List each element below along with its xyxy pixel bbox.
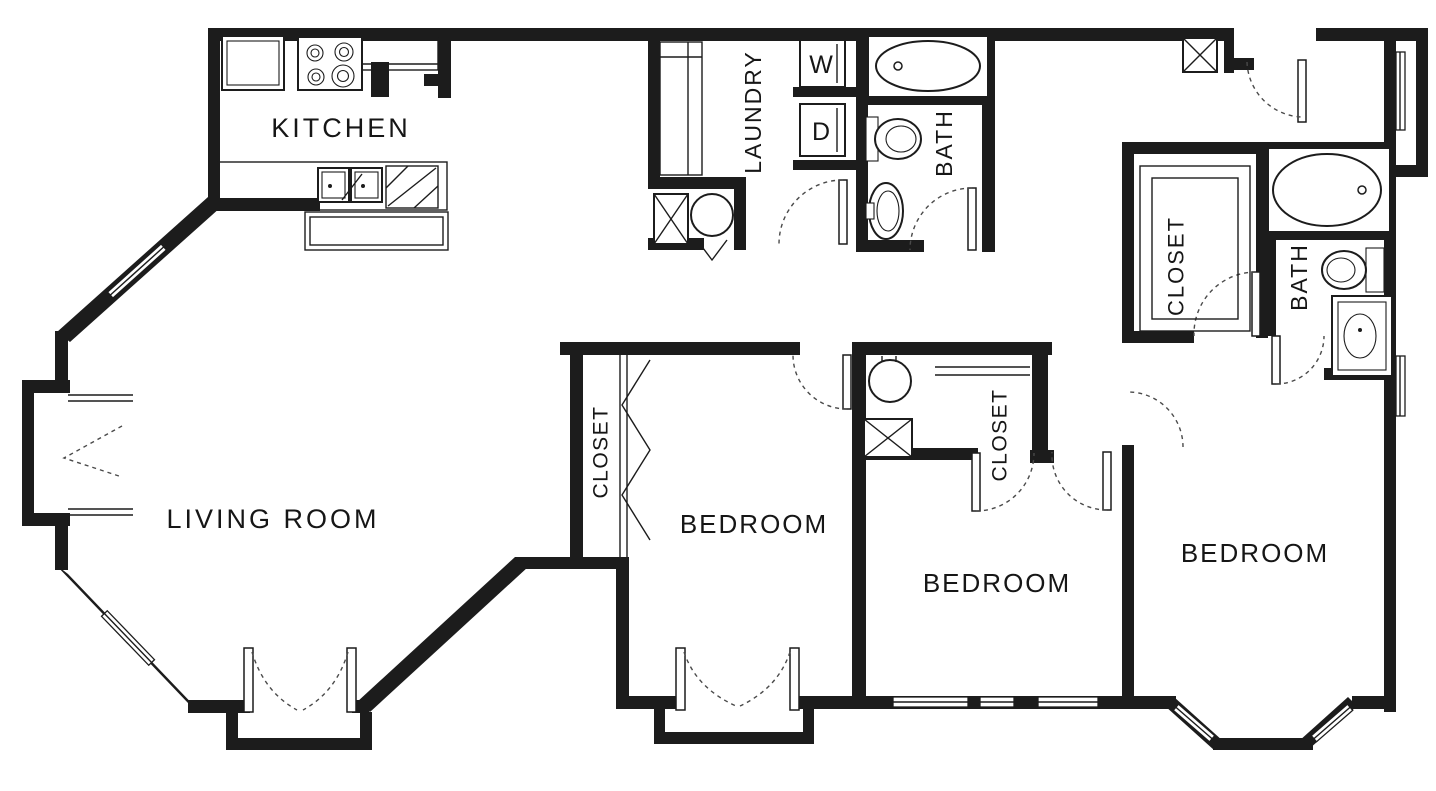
water-heater-icon	[868, 356, 912, 403]
toilet-icon	[1321, 247, 1385, 293]
vanity-sink-icon	[1331, 295, 1393, 377]
toilet-icon	[865, 116, 922, 162]
kitchen-counter	[217, 37, 449, 251]
kitchen-label: KITCHEN	[271, 113, 411, 143]
washer-label: W	[809, 51, 833, 79]
furnace-icon	[1182, 37, 1218, 73]
refrigerator-icon	[221, 35, 285, 91]
closet-shelf-icon	[935, 165, 1251, 376]
stove-icon	[297, 36, 363, 91]
window-icon	[62, 51, 1406, 743]
water-heater-icon	[690, 193, 734, 262]
closet-middle-label: CLOSET	[989, 388, 1012, 481]
bath-hall-label: BATH	[931, 109, 957, 177]
door-swing-icon	[778, 59, 1325, 512]
french-doors-icon	[243, 647, 800, 713]
pedestal-sink-icon	[865, 182, 904, 240]
closet-left-label: CLOSET	[590, 405, 613, 498]
furnace-icon	[863, 418, 913, 458]
laundry-label: LAUNDRY	[740, 50, 766, 174]
dryer-label: D	[812, 118, 830, 146]
walls	[22, 28, 1428, 750]
kitchen-double-sink-icon	[317, 167, 383, 203]
bedroom-left-label: BEDROOM	[680, 509, 828, 539]
room-labels: KITCHEN LIVING ROOM BEDROOM BEDROOM BEDR…	[166, 50, 1329, 598]
living-room-label: LIVING ROOM	[166, 504, 379, 534]
bedroom-middle-label: BEDROOM	[923, 568, 1071, 598]
bifold-door-icon	[619, 355, 651, 558]
washer-icon	[799, 39, 846, 88]
bedroom-right-label: BEDROOM	[1181, 538, 1329, 568]
dishwasher-icon	[385, 165, 439, 209]
bathtub-icon	[867, 35, 989, 98]
dryer-icon	[799, 103, 846, 157]
closet-right-label: CLOSET	[1164, 216, 1189, 316]
furnace-icon	[653, 193, 689, 245]
pantry-shelves-icon	[659, 41, 703, 176]
bathtub-icon	[1267, 147, 1391, 233]
patio-stoop	[226, 708, 814, 750]
bath-master-label: BATH	[1286, 243, 1312, 311]
